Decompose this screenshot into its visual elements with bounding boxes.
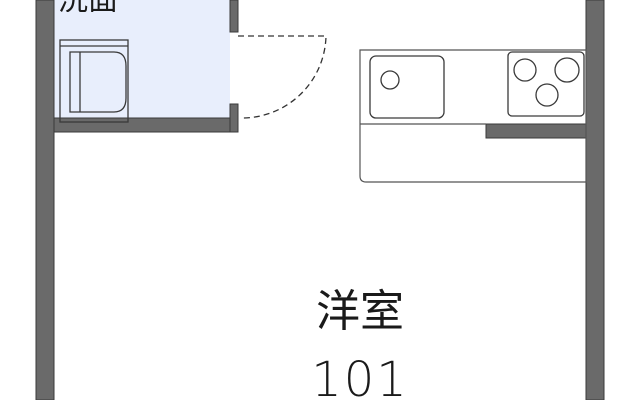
washstand-cabinet (59, 39, 129, 123)
burner-bottom-icon (535, 83, 559, 107)
wash-basin-icon (69, 51, 127, 113)
washroom-partition-upper (229, 0, 239, 33)
room-name: 洋室 (316, 286, 404, 337)
kitchen-side-wall (485, 123, 587, 139)
left-outer-wall (35, 0, 55, 400)
door-swing-arc (238, 35, 327, 119)
right-outer-wall (585, 0, 605, 400)
burner-right-icon (554, 57, 580, 83)
sink-drain-icon (380, 70, 400, 90)
washroom-partition-lower (229, 103, 239, 133)
washroom-label: 洗面 (58, 0, 138, 12)
washroom-bottom-wall (53, 117, 239, 133)
stove-icon (507, 51, 585, 117)
burner-left-icon (513, 58, 537, 82)
room-size: 101 (311, 352, 409, 408)
washroom-floor (54, 0, 230, 118)
kitchen-sink-icon (369, 55, 445, 119)
kitchen-counter (359, 49, 587, 183)
